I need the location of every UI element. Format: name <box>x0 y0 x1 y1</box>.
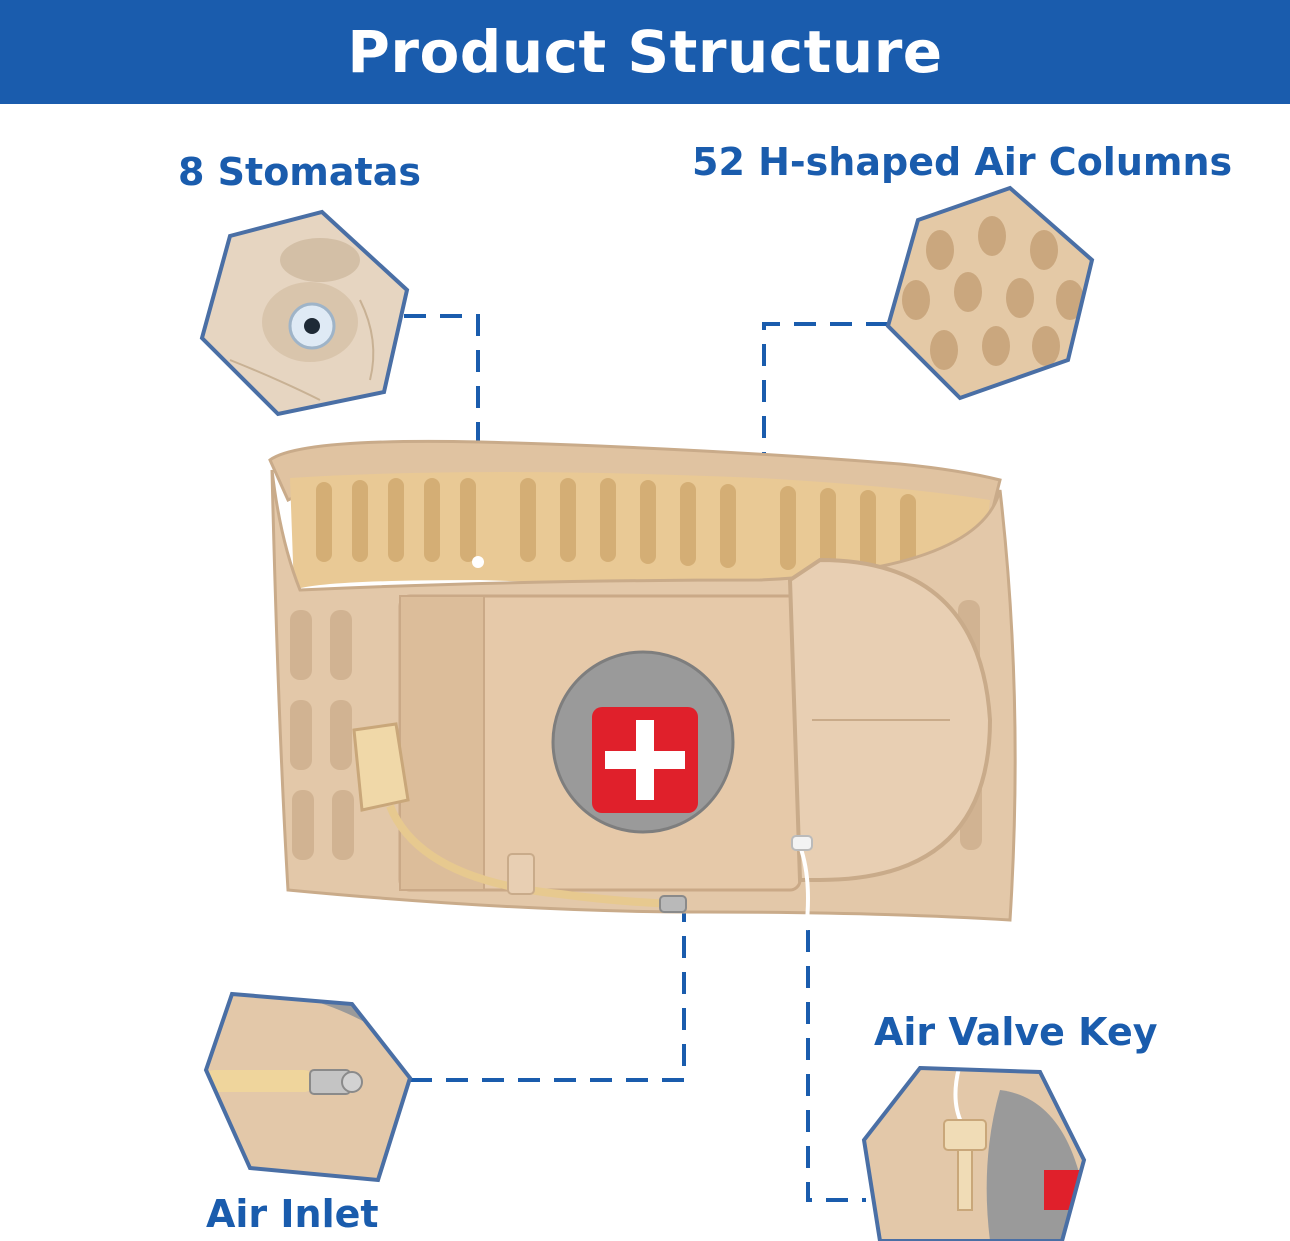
header-banner: Product Structure <box>0 0 1290 104</box>
air-valve-key-label: Air Valve Key <box>874 1010 1158 1054</box>
connector-air-valve <box>806 930 866 1202</box>
air-inlet-label: Air Inlet <box>206 1192 379 1236</box>
air-inlet-detail-icon <box>203 991 413 1183</box>
valve-key-detail-icon <box>861 1065 1087 1241</box>
back-belt-product <box>268 439 1017 931</box>
stomata-detail-icon <box>199 209 410 417</box>
connector-air-inlet <box>404 900 686 1082</box>
air-columns-detail-icon <box>885 185 1095 401</box>
air-columns-label: 52 H-shaped Air Columns <box>692 140 1233 184</box>
page-title: Product Structure <box>347 18 943 86</box>
stomatas-label: 8 Stomatas <box>178 150 421 194</box>
